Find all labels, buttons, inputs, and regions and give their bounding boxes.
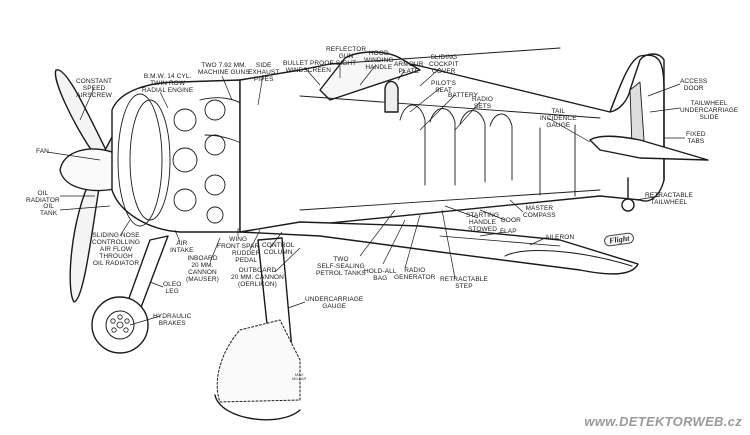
label-bmw-engine: B.M.W. 14 CYL. TWIN ROW RADIAL ENGINE — [142, 73, 194, 94]
label-windscreen: BULLET PROOF WINDSCREEN — [283, 60, 334, 74]
label-battery: BATTERY — [448, 92, 479, 99]
label-gun-sight: REFLECTOR GUN SIGHT — [326, 46, 367, 67]
label-radio-sets: RADIO SETS — [472, 96, 494, 110]
label-hood-handle: HOOD WINDING HANDLE — [364, 50, 394, 71]
label-machine-guns: TWO 7.92 MM. MACHINE GUNS — [198, 62, 250, 76]
label-oleo-leg: OLEO LEG — [163, 281, 182, 295]
label-radio-generator: RADIO GENERATOR — [394, 267, 436, 281]
label-oil-radiator: OIL RADIATOR — [26, 190, 60, 204]
label-undercarriage-gauge: UNDERCARRIAGE GAUGE — [305, 296, 364, 310]
label-wing-front-spar: WING FRONT SPAR — [217, 236, 260, 250]
wing — [239, 221, 639, 275]
label-retractable-tailwheel: RETRACTABLE TAILWHEEL — [645, 192, 693, 206]
label-access-door: ACCESS DOOR — [680, 78, 708, 92]
label-hold-all-bag: HOLD-ALL BAG — [364, 268, 397, 282]
label-aileron: AILERON — [545, 234, 575, 241]
radial-engine — [117, 93, 253, 227]
label-retractable-step: RETRACTABLE STEP — [440, 276, 488, 290]
label-pilots-seat: PILOT'S SEAT — [431, 80, 457, 94]
label-rudder-pedal: RUDDER PEDAL — [232, 250, 261, 264]
label-flap: FLAP — [500, 228, 517, 235]
label-constant-speed-airscrew: CONSTANT SPEED AIRSCREW — [76, 78, 113, 99]
label-fan: FAN — [36, 148, 49, 155]
label-outboard-cannon: OUTBOARD 20 MM. CANNON (OERLIKON) — [231, 267, 284, 288]
leader-lines — [46, 65, 685, 326]
label-cockpit-cover: SLIDING COCKPIT COVER — [429, 54, 459, 75]
label-tail-incidence: TAIL INCIDENCE GAUGE — [540, 108, 577, 129]
label-control-column: CONTROL COLUMN — [262, 242, 295, 256]
label-tailwheel-slide: TAILWHEEL UNDERCARRIAGE SLIDE — [680, 100, 739, 121]
label-sliding-nose: SLIDING NOSE CONTROLLING AIR FLOW THROUG… — [92, 232, 141, 267]
tailwheel — [621, 198, 635, 212]
label-armour-plate: ARMOUR PLATE — [394, 61, 424, 75]
tail-fin — [609, 54, 665, 181]
label-fixed-tabs: FIXED TABS — [686, 131, 706, 145]
label-door: DOOR — [501, 217, 521, 224]
label-side-exhaust: SIDE EXHAUST PIPES — [248, 62, 280, 83]
watermark: www.DETEKTORWEB.cz — [584, 414, 742, 429]
canopy — [319, 51, 421, 101]
artist-signature: MAX MILLAR — [292, 372, 307, 381]
label-master-compass: MASTER COMPASS — [523, 205, 556, 219]
label-starting-handle: STARTING HANDLE STOWED — [466, 212, 500, 233]
label-oil-tank: OIL TANK — [40, 203, 58, 217]
label-hydraulic-brakes: HYDRAULIC BRAKES — [153, 313, 192, 327]
label-air-intake: AIR INTAKE — [170, 240, 194, 254]
tailplane — [589, 135, 709, 161]
label-petrol-tanks: TWO SELF-SEALING PETROL TANKS — [316, 256, 366, 277]
label-inboard-cannon: INBOARD 20 MM. CANNON (MAUSER) — [186, 255, 219, 283]
